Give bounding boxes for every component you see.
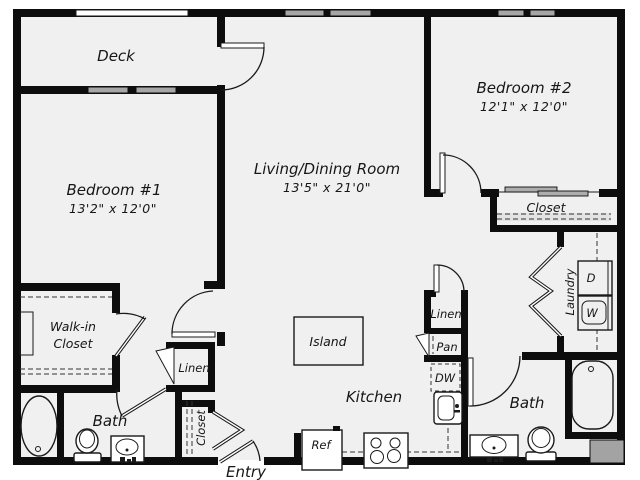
refrigerator-label: Ref (311, 438, 332, 452)
window-icon (497, 9, 525, 17)
bathroom-sink-icon (110, 435, 145, 463)
dishwasher-label: DW (435, 371, 456, 385)
deck-door (220, 42, 265, 91)
linen-hall-door (155, 346, 175, 385)
kitchen-label: Kitchen (346, 388, 402, 406)
bath2-door (467, 355, 521, 407)
bathtub-icon (571, 360, 614, 430)
pantry-door (415, 332, 430, 359)
washer-label: W (586, 306, 598, 320)
island-label: Island (309, 334, 346, 349)
entry-label: Entry (226, 463, 267, 480)
stove-icon (363, 432, 409, 469)
linen-hall-label: Linen (178, 361, 209, 375)
window-icon (135, 86, 177, 94)
bedroom1-dimensions: 13'2" x 12'0" (69, 201, 157, 216)
dishwasher (430, 363, 461, 392)
laundry-label: Laundry (563, 268, 577, 315)
windows (75, 9, 556, 94)
walk-in-closet-door (114, 312, 147, 358)
dryer-icon (577, 260, 613, 296)
closet-shelf-icon (19, 311, 34, 356)
corner-block (589, 439, 625, 464)
entry-closet-bifold-door (212, 410, 246, 451)
bathtub-icon (20, 395, 58, 457)
bathroom-sink-icon (469, 434, 519, 462)
bedroom2-closet-sliding-doors (497, 186, 601, 197)
labels: Deck Bedroom #1 13'2" x 12'0" Living/Din… (50, 47, 598, 480)
kitchen-sink-icon (433, 391, 463, 425)
linen-kitchen-door (433, 264, 465, 293)
pantry-label: Pan (436, 340, 457, 354)
dryer-label: D (587, 271, 596, 285)
bedroom2-closet-label: Closet (527, 200, 567, 215)
window-icon (87, 86, 129, 94)
window-icon (529, 9, 556, 17)
bath1-label: Bath (93, 412, 128, 430)
bedroom2-label: Bedroom #2 (476, 79, 571, 97)
toilet-icon (73, 428, 102, 463)
deck-label: Deck (97, 47, 136, 65)
doors (114, 42, 601, 464)
bath2-label: Bath (510, 394, 545, 412)
bedroom2-door (439, 152, 482, 194)
living-dining-dimensions: 13'5" x 21'0" (283, 180, 371, 195)
window-icon (284, 9, 325, 17)
linen-kitchen-label: Linen (430, 307, 461, 321)
kitchen-island (293, 316, 364, 366)
bedroom1-label: Bedroom #1 (66, 181, 161, 199)
bedroom1-door (171, 290, 216, 338)
deck-railing (75, 9, 189, 17)
toilet-icon (525, 426, 557, 462)
fixtures (19, 260, 625, 471)
washer-icon (577, 295, 613, 331)
entry-door (219, 439, 261, 464)
living-dining-label: Living/Dining Room (254, 160, 400, 178)
bedroom2-dimensions: 12'1" x 12'0" (480, 99, 568, 114)
entry-closet-label: Closet (194, 410, 208, 446)
laundry-bifold-doors (528, 245, 563, 338)
walk-in-closet-label-line2: Closet (54, 336, 94, 351)
window-icon (329, 9, 372, 17)
walk-in-closet-label-line1: Walk-in (50, 319, 96, 334)
bath1-door (116, 387, 167, 418)
refrigerator-icon (301, 426, 343, 471)
